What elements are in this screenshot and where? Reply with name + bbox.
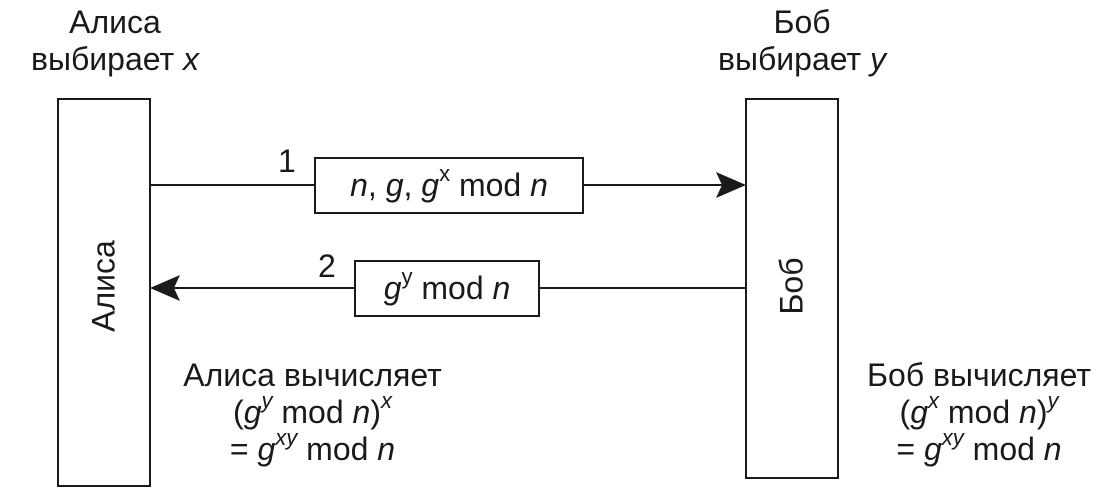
alice-header: Алиса выбирает x — [0, 4, 230, 78]
message-2-number: 2 — [318, 248, 336, 284]
bob-var: y — [870, 41, 887, 77]
message-1-box: n, g, gx mod n — [314, 157, 584, 214]
message-2-arrowhead — [150, 275, 180, 301]
alice-box-label: Алиса — [85, 240, 122, 332]
message-1-content: n, g, gx mod n — [350, 161, 548, 203]
message-2-content: gy mod n — [383, 264, 511, 306]
bob-computation: Боб вычисляет (gx mod n)y = gxy mod n — [844, 357, 1114, 468]
message-1-arrowhead — [716, 172, 746, 198]
message-2-box: gy mod n — [354, 260, 540, 317]
alice-computation: Алиса вычисляет (gy mod n)x = gxy mod n — [150, 357, 475, 468]
bob-chooses: выбирает y — [717, 41, 887, 77]
bob-header: Боб выбирает y — [686, 4, 918, 78]
alice-var: x — [183, 41, 200, 77]
bob-compute-result: = gxy mod n — [896, 425, 1062, 467]
alice-box — [57, 98, 151, 487]
alice-compute-title: Алиса вычисляет — [183, 357, 442, 393]
alice-compute-result: = gxy mod n — [229, 425, 396, 467]
message-1-number: 1 — [278, 143, 296, 179]
alice-chooses: выбирает x — [30, 41, 200, 77]
bob-name: Боб — [773, 4, 831, 40]
bob-compute-title: Боб вычисляет — [867, 357, 1091, 393]
bob-box-label: Боб — [773, 257, 810, 315]
alice-compute-expression: (gy mod n)x — [233, 388, 392, 430]
bob-compute-expression: (gx mod n)y — [899, 388, 1059, 430]
bob-box — [745, 98, 839, 479]
alice-name: Алиса — [69, 4, 161, 40]
